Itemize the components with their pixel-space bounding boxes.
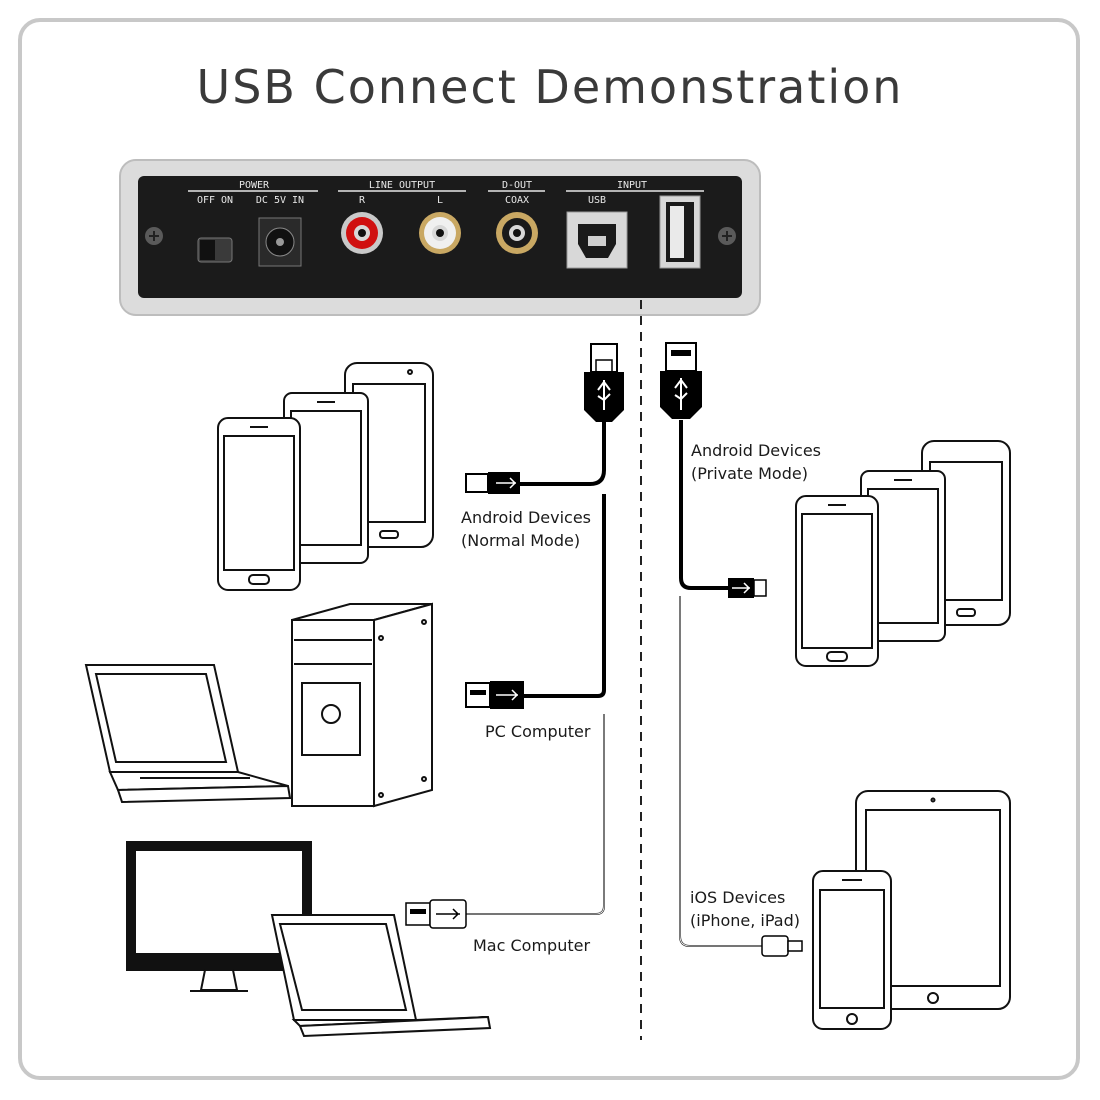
mac-label: Mac Computer xyxy=(473,936,590,955)
r-label: R xyxy=(359,195,366,206)
usb-b-port xyxy=(566,211,628,269)
usb-symbol-icon xyxy=(597,380,611,410)
ios-label-2: (iPhone, iPad) xyxy=(690,911,800,930)
outer-frame xyxy=(18,18,1080,1080)
mac-cable xyxy=(466,714,605,915)
android-normal-label-1: Android Devices xyxy=(461,508,591,527)
off-on-label: OFF ON xyxy=(197,195,233,206)
phone-icon xyxy=(283,392,369,564)
iphone-icon xyxy=(812,870,892,1030)
usb-a-connector-icon xyxy=(465,681,524,709)
phone-icon xyxy=(217,417,301,591)
l-label: L xyxy=(437,195,443,206)
android-private-label-2: (Private Mode) xyxy=(691,464,808,483)
page-title: USB Connect Demonstration xyxy=(196,60,904,114)
dac-rear-panel: POWER LINE OUTPUT D-OUT INPUT OFF ON DC … xyxy=(119,159,761,316)
micro-usb-icon xyxy=(465,472,520,494)
rca-left-jack xyxy=(419,212,461,254)
rca-right-jack xyxy=(341,212,383,254)
dc-jack xyxy=(258,217,302,267)
usb-a-port xyxy=(659,195,701,269)
laptop-icon xyxy=(84,664,292,804)
usb-b-cable xyxy=(518,343,624,698)
pc-label: PC Computer xyxy=(485,722,591,741)
android-phones-left xyxy=(217,362,434,591)
line-output-section-label: LINE OUTPUT xyxy=(369,180,435,191)
screw-icon xyxy=(145,227,163,245)
android-phones-right xyxy=(795,440,1011,667)
d-out-section-label: D-OUT xyxy=(502,180,532,191)
input-section-label: INPUT xyxy=(617,180,647,191)
pc-tower-icon xyxy=(291,602,433,808)
micro-usb-icon xyxy=(728,578,767,598)
usb-symbol-icon xyxy=(674,378,688,410)
phone-icon xyxy=(860,470,946,642)
ios-label-1: iOS Devices xyxy=(690,888,785,907)
usb-a-cable xyxy=(660,342,728,590)
coax-jack xyxy=(496,212,538,254)
coax-label: COAX xyxy=(505,195,529,206)
laptop-icon xyxy=(270,914,492,1038)
dc-in-label: DC 5V IN xyxy=(256,195,304,206)
android-normal-label-2: (Normal Mode) xyxy=(461,531,580,550)
android-private-label-1: Android Devices xyxy=(691,441,821,460)
screw-icon xyxy=(718,227,736,245)
usb-a-connector-icon xyxy=(405,899,467,929)
phone-icon xyxy=(795,495,879,667)
lightning-icon xyxy=(761,935,803,957)
power-section-label: POWER xyxy=(239,180,270,191)
imac-icon xyxy=(126,841,312,992)
usb-label: USB xyxy=(588,195,606,206)
